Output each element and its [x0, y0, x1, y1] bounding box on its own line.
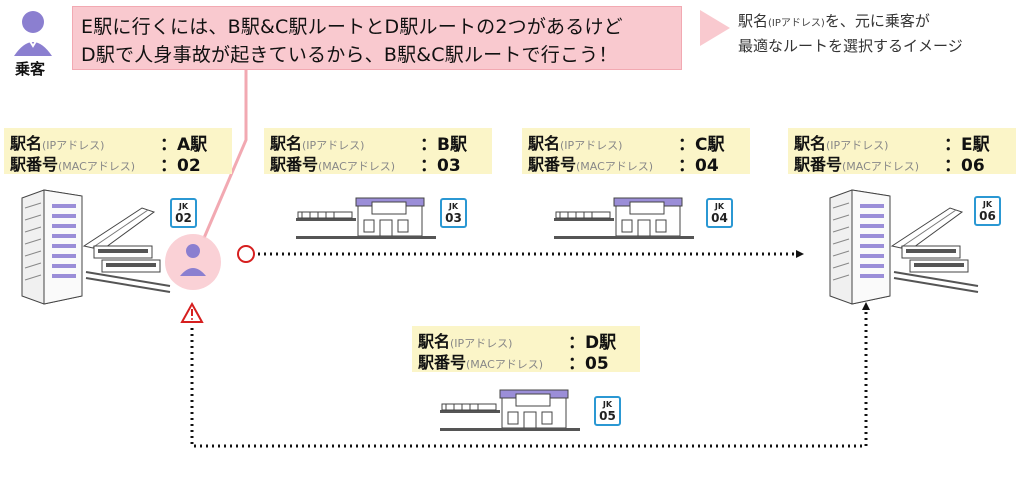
station-a-building [21, 189, 171, 305]
speech-line-1: E駅に行くには、B駅&C駅ルートとD駅ルートの2つがあるけど [81, 16, 623, 38]
passenger [8, 6, 58, 90]
station-info-d: 駅名(IPアドレス)：D駅 駅番号(MACアドレス)：05 [412, 326, 640, 374]
station-info-e: 駅名(IPアドレス)：E駅 駅番号(MACアドレス)：06 [788, 128, 1016, 176]
station-info-b: 駅名(IPアドレス)：B駅 駅番号(MACアドレス)：03 [264, 128, 492, 176]
note-line-2: 最適なルートを選択するイメージ [738, 37, 963, 55]
passenger-at-station [165, 234, 221, 290]
passenger-label: 乗客 [14, 60, 45, 78]
station-d-building [439, 389, 581, 432]
ok-marker-icon [237, 245, 255, 263]
station-info-a: 駅名(IPアドレス)：A駅 駅番号(MACアドレス)：02 [4, 128, 232, 176]
warning-triangle-icon [180, 301, 204, 323]
bubble-pointer [202, 70, 248, 239]
person-icon [14, 11, 52, 56]
note-pointer-icon [700, 10, 730, 46]
station-b-building [295, 197, 437, 240]
note-line-1: 駅名(IPアドレス)を、元に乗客が [738, 12, 930, 30]
station-e-building [829, 189, 979, 305]
note-text: 駅名(IPアドレス)を、元に乗客が 最適なルートを選択するイメージ [738, 10, 1018, 57]
speech-line-2: D駅で人身事故が起きているから、B駅&C駅ルートで行こう！ [81, 44, 618, 66]
station-c-building [553, 197, 695, 240]
speech-bubble: E駅に行くには、B駅&C駅ルートとD駅ルートの2つがあるけど D駅で人身事故が起… [72, 6, 682, 70]
station-info-c: 駅名(IPアドレス)：C駅 駅番号(MACアドレス)：04 [522, 128, 750, 176]
